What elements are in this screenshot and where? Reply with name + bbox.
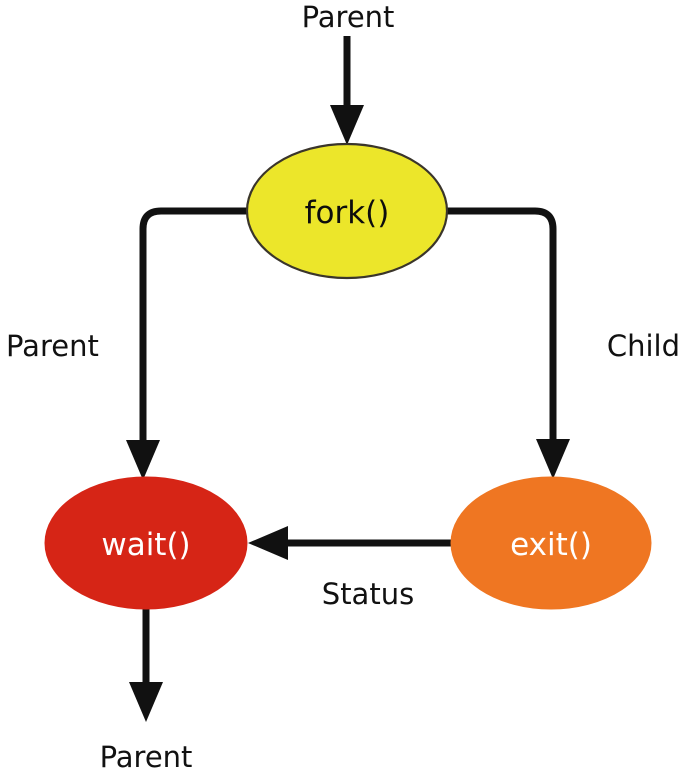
node-fork-label: fork()	[305, 195, 390, 231]
edge-fork-to-exit	[444, 207, 570, 479]
node-exit-label: exit()	[510, 527, 592, 563]
edge-wait-to-end	[129, 590, 163, 722]
edge-exit-to-wait-arrowhead	[248, 526, 288, 560]
node-fork-shape[interactable]	[245, 142, 449, 280]
edge-fork-to-exit-shaft	[444, 207, 557, 440]
node-wait-label: wait()	[101, 527, 190, 563]
node-exit-shape[interactable]	[450, 476, 652, 610]
edge-fork-to-wait-arrowhead	[126, 440, 160, 480]
edge-label-child-branch: Child	[607, 329, 680, 363]
node-wait[interactable]: wait()	[44, 476, 248, 610]
edge-wait-to-end-arrowhead	[129, 682, 163, 722]
node-fork[interactable]: fork()	[245, 142, 449, 280]
edge-fork-to-wait-shaft	[139, 207, 250, 440]
edge-label-exit-parent: Parent	[100, 740, 193, 774]
edge-entry-to-fork	[330, 36, 364, 145]
edge-fork-to-exit-arrowhead	[536, 439, 570, 479]
edge-entry-to-fork-arrowhead	[330, 105, 364, 145]
edge-label-entry-parent: Parent	[302, 0, 395, 34]
edge-label-status: Status	[322, 577, 414, 611]
edge-label-parent-branch: Parent	[6, 329, 99, 363]
edge-fork-to-wait	[126, 207, 250, 480]
node-exit[interactable]: exit()	[450, 476, 652, 610]
node-wait-shape[interactable]	[44, 476, 248, 610]
